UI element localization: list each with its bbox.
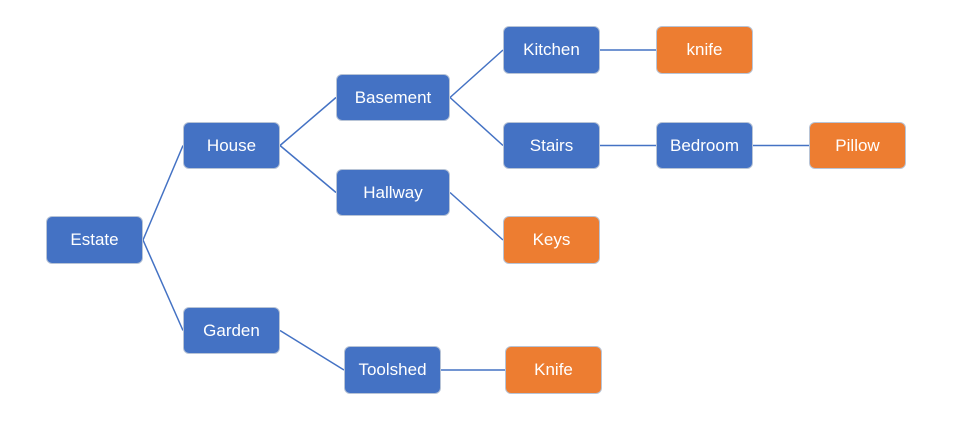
node-bedroom[interactable]: Bedroom — [656, 122, 753, 169]
edge-basement-stairs — [449, 96, 504, 147]
edge-basement-kitchen — [449, 49, 504, 99]
node-house[interactable]: House — [183, 122, 280, 169]
node-toolshed[interactable]: Toolshed — [344, 346, 441, 394]
node-pillow[interactable]: Pillow — [809, 122, 906, 169]
node-hallway[interactable]: Hallway — [336, 169, 450, 216]
edge-house-hallway — [279, 144, 337, 194]
node-knife-kitchen[interactable]: knife — [656, 26, 753, 74]
node-garden[interactable]: Garden — [183, 307, 280, 354]
node-kitchen[interactable]: Kitchen — [503, 26, 600, 74]
edge-garden-toolshed — [279, 329, 345, 371]
edge-estate-garden — [142, 239, 184, 331]
edge-estate-house — [142, 145, 184, 241]
node-stairs[interactable]: Stairs — [503, 122, 600, 169]
edge-hallway-keys — [449, 191, 504, 241]
node-estate[interactable]: Estate — [46, 216, 143, 264]
node-basement[interactable]: Basement — [336, 74, 450, 121]
node-knife-toolshed[interactable]: Knife — [505, 346, 602, 394]
edge-house-basement — [279, 96, 337, 147]
node-keys[interactable]: Keys — [503, 216, 600, 264]
